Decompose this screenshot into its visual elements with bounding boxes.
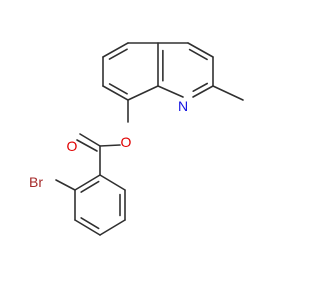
bond-b6-br [55,179,76,191]
bond-b6-b1-inner [80,180,100,193]
atom-label-bromine: Br [29,174,43,190]
bond-carbonyl-double-a [79,133,101,147]
bond-c2-n1 [192,85,214,98]
bond-b4-b5-inner [80,217,100,230]
bond-b4-b5 [74,219,101,236]
chemical-structure: O O N Br [29,42,244,236]
bond-c4-c3-inner [188,48,208,61]
bond-c7-c8 [102,85,129,101]
bond-b1-b2 [99,174,126,191]
bond-o-carbonyl-c [99,144,121,147]
bond-c2-n1-inner [192,82,209,92]
atom-label-oxygen-carbonyl: O [67,138,78,154]
bond-layer [55,42,244,236]
bond-n1-c8a [157,85,184,98]
bond-c4-c3 [187,42,214,58]
bond-b3-b4 [99,219,126,236]
bond-c8-c8a [127,85,159,101]
bond-carbonyl-double-b [76,139,98,152]
atom-label-nitrogen: N [178,98,188,114]
bond-c2-methyl [212,85,244,101]
atom-label-oxygen-ester: O [121,134,132,150]
bond-b6-b1 [74,174,101,191]
bond-c7-c8-inner [108,83,128,95]
bond-c5-c6-inner [108,48,128,60]
bond-c5-c6 [102,42,129,58]
